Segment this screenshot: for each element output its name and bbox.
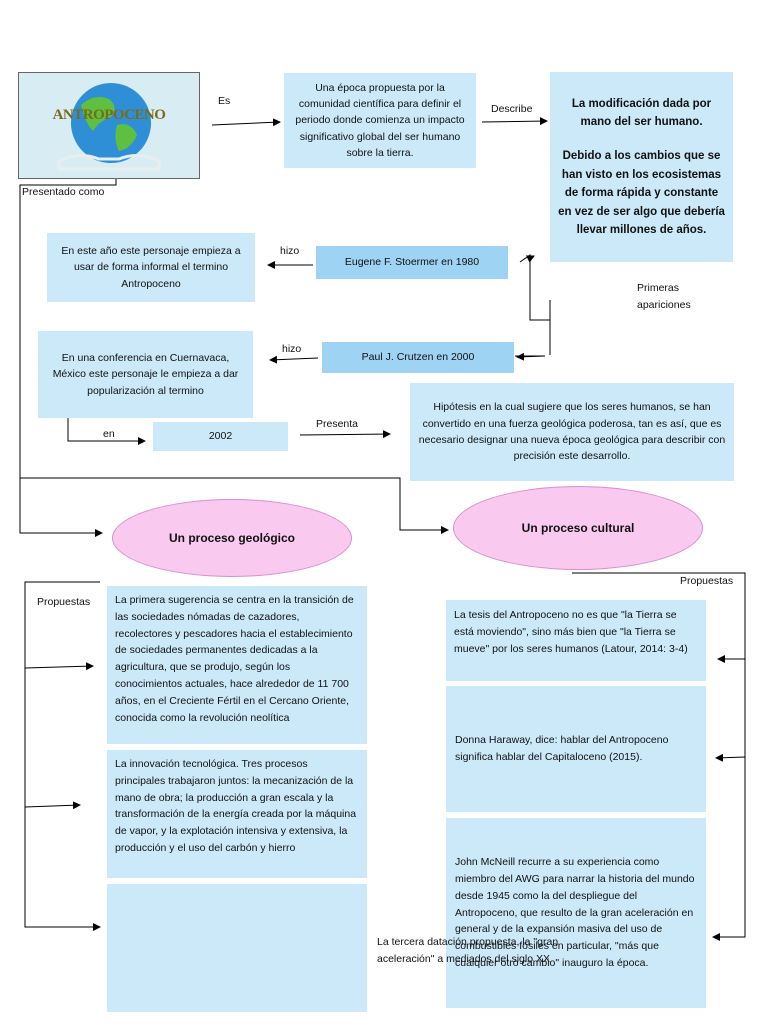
label-presenta: Presenta [316,418,359,430]
ellipse-cultural: Un proceso cultural [453,486,703,570]
geo-proposal-3 [107,884,367,1012]
label-propuestas-right: Propuestas [680,575,734,587]
crutzen-box: Paul J. Crutzen en 2000 [322,342,514,373]
modification-text-2: Debido a los cambios que se han visto en… [558,150,725,236]
geo-proposal-1: La primera sugerencia se centra en la tr… [107,586,367,744]
year-text: 2002 [208,430,233,443]
geo-proposal-3-text: La tercera datación propuesta, la "gran … [377,936,559,966]
stoermer-text: Eugene F. Stoermer en 1980 [344,256,480,269]
label-primeras: Primeras apariciones [637,282,691,311]
year-box: 2002 [153,422,288,451]
label-hizo-1: hizo [280,245,300,257]
label-es: Es [218,95,231,107]
label-presentado: Presentado como [22,186,105,198]
geo-proposal-2: La innovación tecnológica. Tres procesos… [107,750,367,878]
ellipse-geologico: Un proceso geológico [112,499,352,577]
stoermer-box: Eugene F. Stoermer en 1980 [316,246,508,279]
hypothesis-box: Hipótesis en la cual sugiere que los ser… [410,383,734,481]
modification-text-1: La modificación dada por mano del ser hu… [571,97,712,129]
crutzen-text: Paul J. Crutzen en 2000 [361,351,475,364]
cult-proposal-2: Donna Haraway, dice: hablar del Antropoc… [446,686,706,812]
modification-box: La modificación dada por mano del ser hu… [550,72,733,262]
crutzen-desc-box: En una conferencia en Cuernavaca, México… [38,331,253,418]
logo-text: ANTROPOCENO [52,107,166,123]
stoermer-desc-text: En este año este personaje empieza a usa… [61,245,241,290]
label-propuestas-left: Propuestas [37,596,91,608]
antropoceno-logo: ANTROPOCENO [18,72,200,179]
crutzen-desc-text: En una conferencia en Cuernavaca, México… [52,352,239,397]
cult-proposal-3: John McNeill recurre a su experiencia co… [446,818,706,1008]
ellipse-cultural-text: Un proceso cultural [521,521,635,535]
cult-proposal-3-text: John McNeill recurre a su experiencia co… [455,856,695,969]
geo-proposal-2-text: La innovación tecnológica. Tres procesos… [115,758,357,854]
cult-proposal-1: La tesis del Antropoceno no es que "la T… [446,600,706,681]
ellipse-geologico-text: Un proceso geológico [168,531,295,545]
cult-proposal-2-text: Donna Haraway, dice: hablar del Antropoc… [455,734,669,763]
stoermer-desc-box: En este año este personaje empieza a usa… [47,233,255,302]
definition-box: Una época propuesta por la comunidad cie… [284,73,476,168]
label-en: en [103,428,115,440]
definition-text: Una época propuesta por la comunidad cie… [295,81,465,159]
geo-proposal-1-text: La primera sugerencia se centra en la tr… [115,594,354,724]
cult-proposal-1-text: La tesis del Antropoceno no es que "la T… [454,609,688,655]
globe-hands-icon [19,73,199,178]
label-hizo-2: hizo [282,343,302,355]
hypothesis-text: Hipótesis en la cual sugiere que los ser… [418,401,726,463]
label-describe: Describe [491,103,533,115]
